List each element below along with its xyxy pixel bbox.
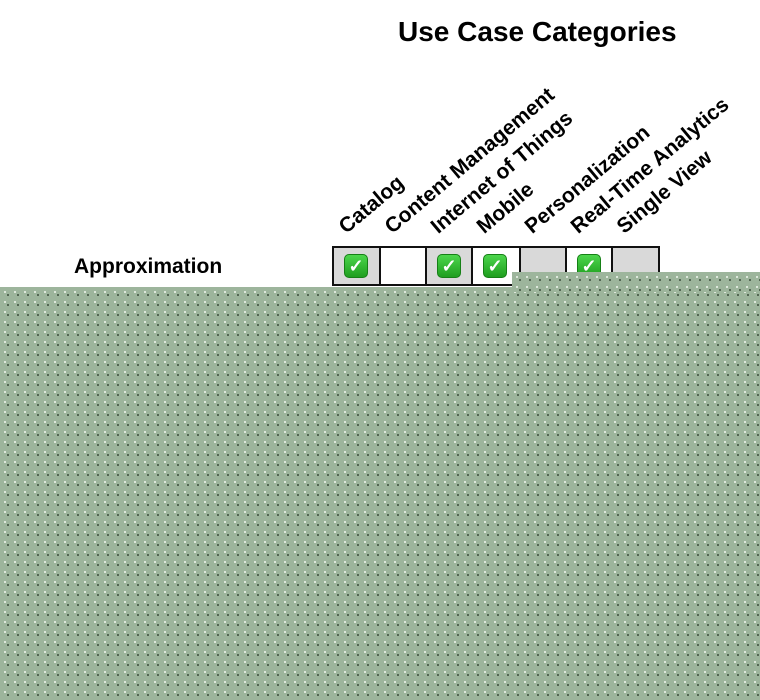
chart-title: Use Case Categories [398, 16, 677, 47]
grid-cell: ✓ [425, 246, 473, 286]
occlusion-overlay [0, 287, 760, 700]
grid-cell: ✓ [471, 246, 521, 286]
check-icon: ✓ [483, 254, 507, 278]
grid-cell [379, 246, 427, 286]
check-icon: ✓ [437, 254, 461, 278]
check-icon: ✓ [344, 254, 368, 278]
row-label-approximation: Approximation [74, 255, 223, 278]
grid-cell: ✓ [332, 246, 381, 286]
occlusion-overlay-top-right [512, 272, 760, 292]
